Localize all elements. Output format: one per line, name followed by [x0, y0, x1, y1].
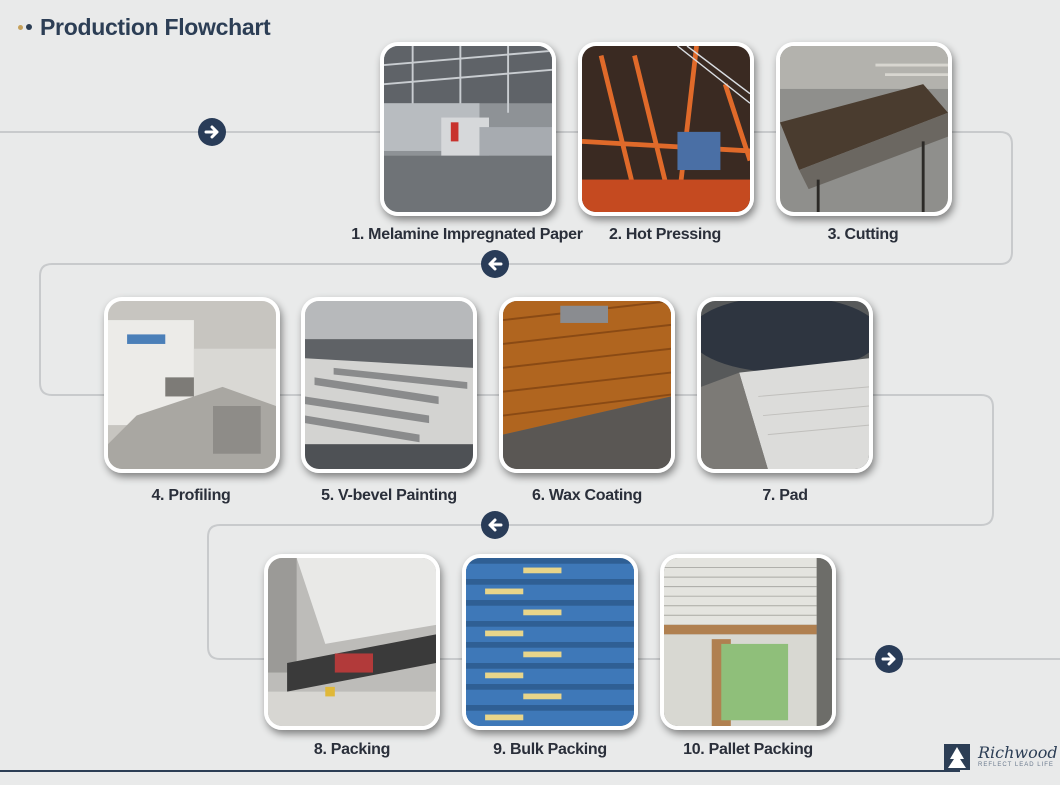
step-1-label: 1. Melamine Impregnated Paper [351, 226, 583, 243]
step-4-label: 4. Profiling [151, 487, 231, 504]
step-9-label: 9. Bulk Packing [493, 741, 607, 758]
step-3-photo [776, 42, 952, 216]
step-2-photo [578, 42, 754, 216]
step-1-photo [380, 42, 556, 216]
step-2-label: 2. Hot Pressing [609, 226, 721, 243]
step-8-label: 8. Packing [313, 741, 391, 758]
step-3-label: 3. Cutting [827, 226, 899, 243]
step-6-photo [499, 297, 675, 473]
step-5-label: 5. V-bevel Painting [321, 487, 457, 504]
page-title: Production Flowchart [18, 12, 271, 42]
step-7-label: 7. Pad [762, 487, 808, 504]
arrow-left-icon [481, 511, 509, 539]
footer-divider [0, 770, 960, 772]
step-10-label: 10. Pallet Packing [683, 741, 813, 758]
arrow-right-icon [198, 118, 226, 146]
step-10-photo [660, 554, 836, 730]
step-4-photo [104, 297, 280, 473]
brand-logo: Richwood REFLECT LEAD LIFE [942, 742, 1058, 772]
step-9-photo [462, 554, 638, 730]
step-7-photo [697, 297, 873, 473]
step-8-photo [264, 554, 440, 730]
brand-name: Richwood [978, 742, 1058, 762]
arrow-right-icon [875, 645, 903, 673]
step-6-label: 6. Wax Coating [532, 487, 642, 504]
title-bullet-icon [18, 24, 32, 30]
brand-tagline: REFLECT LEAD LIFE [978, 761, 1054, 768]
arrow-left-icon [481, 250, 509, 278]
page-title-text: Production Flowchart [40, 13, 271, 40]
step-5-photo [301, 297, 477, 473]
richwood-logo-icon [944, 744, 970, 770]
